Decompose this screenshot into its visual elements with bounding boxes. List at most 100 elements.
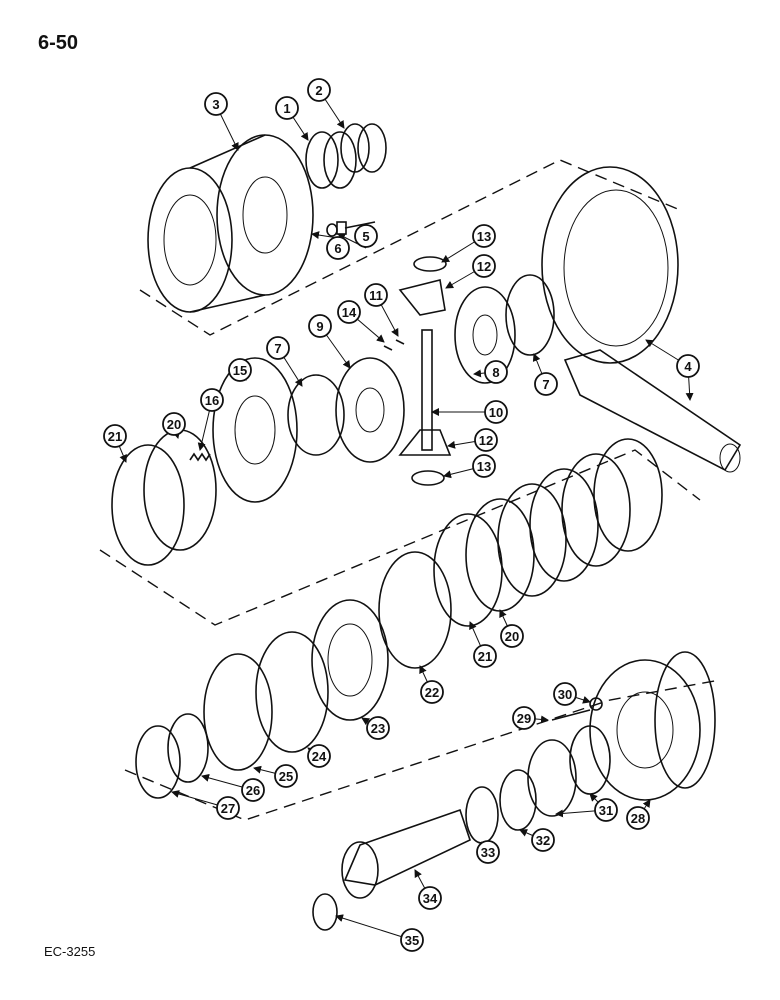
drawing-code: EC-3255 — [44, 944, 96, 959]
page-number: 6-50 — [38, 32, 79, 54]
bearing-cup-part-32 — [499, 769, 537, 831]
callout-circle — [626, 806, 650, 830]
callout-circle — [103, 424, 127, 448]
callout-number: 20 — [167, 417, 181, 432]
snap-ring-part-35 — [312, 893, 338, 931]
housing-part-3 — [147, 134, 314, 313]
callout-number: 21 — [108, 429, 122, 444]
callout-circle — [418, 886, 442, 910]
ring-gear-part-4 — [541, 166, 679, 364]
callout-4: 4 — [676, 354, 700, 378]
friction-disc-part-21-upper — [111, 444, 185, 566]
callout-number: 15 — [233, 363, 247, 378]
callout-circle — [274, 764, 298, 788]
disc-stack-parts-20-21 — [433, 438, 663, 627]
callout-circle — [472, 254, 496, 278]
piston-part-23 — [311, 599, 389, 721]
callout-number: 7 — [274, 341, 281, 356]
callout-number: 29 — [517, 711, 531, 726]
callout-circle — [553, 682, 577, 706]
callout-circle — [484, 360, 508, 384]
callout-number: 14 — [342, 305, 357, 320]
washer-part-30 — [589, 697, 603, 711]
callout-21: 21 — [103, 424, 127, 448]
callout-number: 13 — [477, 229, 491, 244]
callout-number: 16 — [205, 393, 219, 408]
callout-circle — [307, 78, 331, 102]
side-gear-part-8 — [454, 286, 516, 384]
callout-31: 31 — [594, 798, 618, 822]
callout-circle — [476, 840, 500, 864]
callout-circle — [472, 454, 496, 478]
callout-7: 7 — [266, 336, 290, 360]
callout-circle — [200, 388, 224, 412]
callout-27: 27 — [216, 796, 240, 820]
callout-circle — [241, 778, 265, 802]
callout-24: 24 — [307, 744, 331, 768]
callout-number: 3 — [212, 97, 219, 112]
callout-30: 30 — [553, 682, 577, 706]
callout-32: 32 — [531, 828, 555, 852]
callout-11: 11 — [364, 283, 388, 307]
callout-circle — [474, 428, 498, 452]
callout-circle — [473, 644, 497, 668]
callout-number: 10 — [489, 405, 503, 420]
callout-29: 29 — [512, 706, 536, 730]
callout-circle — [216, 796, 240, 820]
callout-20: 20 — [500, 624, 524, 648]
callout-21: 21 — [473, 644, 497, 668]
snap-ring-part-27 — [135, 725, 181, 799]
thrust-washer-part-7-lower — [287, 374, 345, 456]
pinion-gear-part-12-lower — [398, 429, 452, 456]
callout-circle — [500, 624, 524, 648]
callout-34: 34 — [418, 886, 442, 910]
pin-part-14 — [383, 345, 393, 351]
bearing-cone-part-2 — [340, 123, 387, 173]
output-shaft-part-34 — [341, 808, 471, 899]
callout-26: 26 — [241, 778, 265, 802]
pressure-plate-part-15 — [212, 357, 298, 503]
bearing-cone-part-33 — [465, 786, 499, 844]
callout-10: 10 — [484, 400, 508, 424]
callout-number: 33 — [481, 845, 495, 860]
callout-circle — [364, 283, 388, 307]
callout-circle — [676, 354, 700, 378]
pin-part-11 — [395, 339, 405, 345]
callout-circle — [594, 798, 618, 822]
callout-12: 12 — [472, 254, 496, 278]
callout-number: 25 — [279, 769, 293, 784]
callout-13: 13 — [472, 224, 496, 248]
callout-number: 5 — [362, 229, 369, 244]
callout-2: 2 — [307, 78, 331, 102]
callout-number: 12 — [477, 259, 491, 274]
callout-circle — [162, 412, 186, 436]
callout-12: 12 — [474, 428, 498, 452]
thrust-washer-part-7-upper — [505, 274, 555, 356]
callout-33: 33 — [476, 840, 500, 864]
callout-number: 1 — [283, 101, 290, 116]
callout-1: 1 — [275, 96, 299, 120]
callout-number: 24 — [312, 749, 327, 764]
callout-28: 28 — [626, 806, 650, 830]
callout-circle — [308, 314, 332, 338]
callout-23: 23 — [366, 716, 390, 740]
pinion-shaft-part-4 — [563, 349, 742, 473]
callout-number: 6 — [334, 241, 341, 256]
callout-number: 9 — [316, 319, 323, 334]
callout-9: 9 — [308, 314, 332, 338]
callout-15: 15 — [228, 358, 252, 382]
callout-circle — [354, 224, 378, 248]
callout-number: 22 — [425, 685, 439, 700]
callout-circle — [472, 224, 496, 248]
callout-circle — [307, 744, 331, 768]
callout-number: 2 — [315, 83, 322, 98]
callout-number: 13 — [477, 459, 491, 474]
callout-number: 12 — [479, 433, 493, 448]
callout-14: 14 — [337, 300, 361, 324]
callout-number: 32 — [536, 833, 550, 848]
callout-35: 35 — [400, 928, 424, 952]
callout-number: 27 — [221, 801, 235, 816]
callout-number: 28 — [631, 811, 645, 826]
callout-22: 22 — [420, 680, 444, 704]
callout-circle — [484, 400, 508, 424]
